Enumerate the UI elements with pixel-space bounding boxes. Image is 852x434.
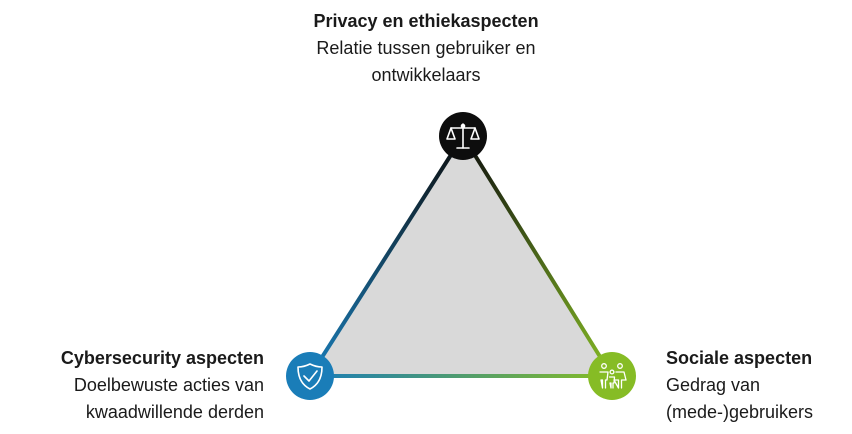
- shield-icon: [297, 363, 323, 390]
- node-left: [286, 352, 334, 400]
- desc-cybersecurity-line-2: kwaadwillende derden: [85, 402, 264, 422]
- desc-privacy-line-1: Relatie tussen gebruiker en: [316, 38, 536, 58]
- label-privacy: Privacy en ethiekaspecten Relatie tussen…: [276, 8, 576, 89]
- scale-icon: [446, 123, 480, 149]
- label-cybersecurity: Cybersecurity aspecten Doelbewuste actie…: [0, 345, 264, 426]
- desc-cybersecurity-line-1: Doelbewuste acties van: [73, 375, 264, 395]
- node-right: [588, 352, 636, 400]
- triangle-area: [310, 136, 612, 376]
- desc-social-line-1: Gedrag van: [666, 375, 761, 395]
- edge-right: [461, 134, 614, 378]
- label-social: Sociale aspecten Gedrag van (mede-)gebru…: [666, 345, 852, 426]
- node-top: [439, 112, 487, 160]
- desc-social-line-2: (mede-)gebruikers: [666, 402, 814, 422]
- people-icon: [599, 363, 627, 389]
- title-privacy: Privacy en ethiekaspecten: [313, 11, 539, 31]
- edge-left: [308, 134, 465, 378]
- title-social: Sociale aspecten: [666, 348, 813, 368]
- title-cybersecurity: Cybersecurity aspecten: [60, 348, 264, 368]
- desc-privacy-line-2: ontwikkelaars: [371, 65, 481, 85]
